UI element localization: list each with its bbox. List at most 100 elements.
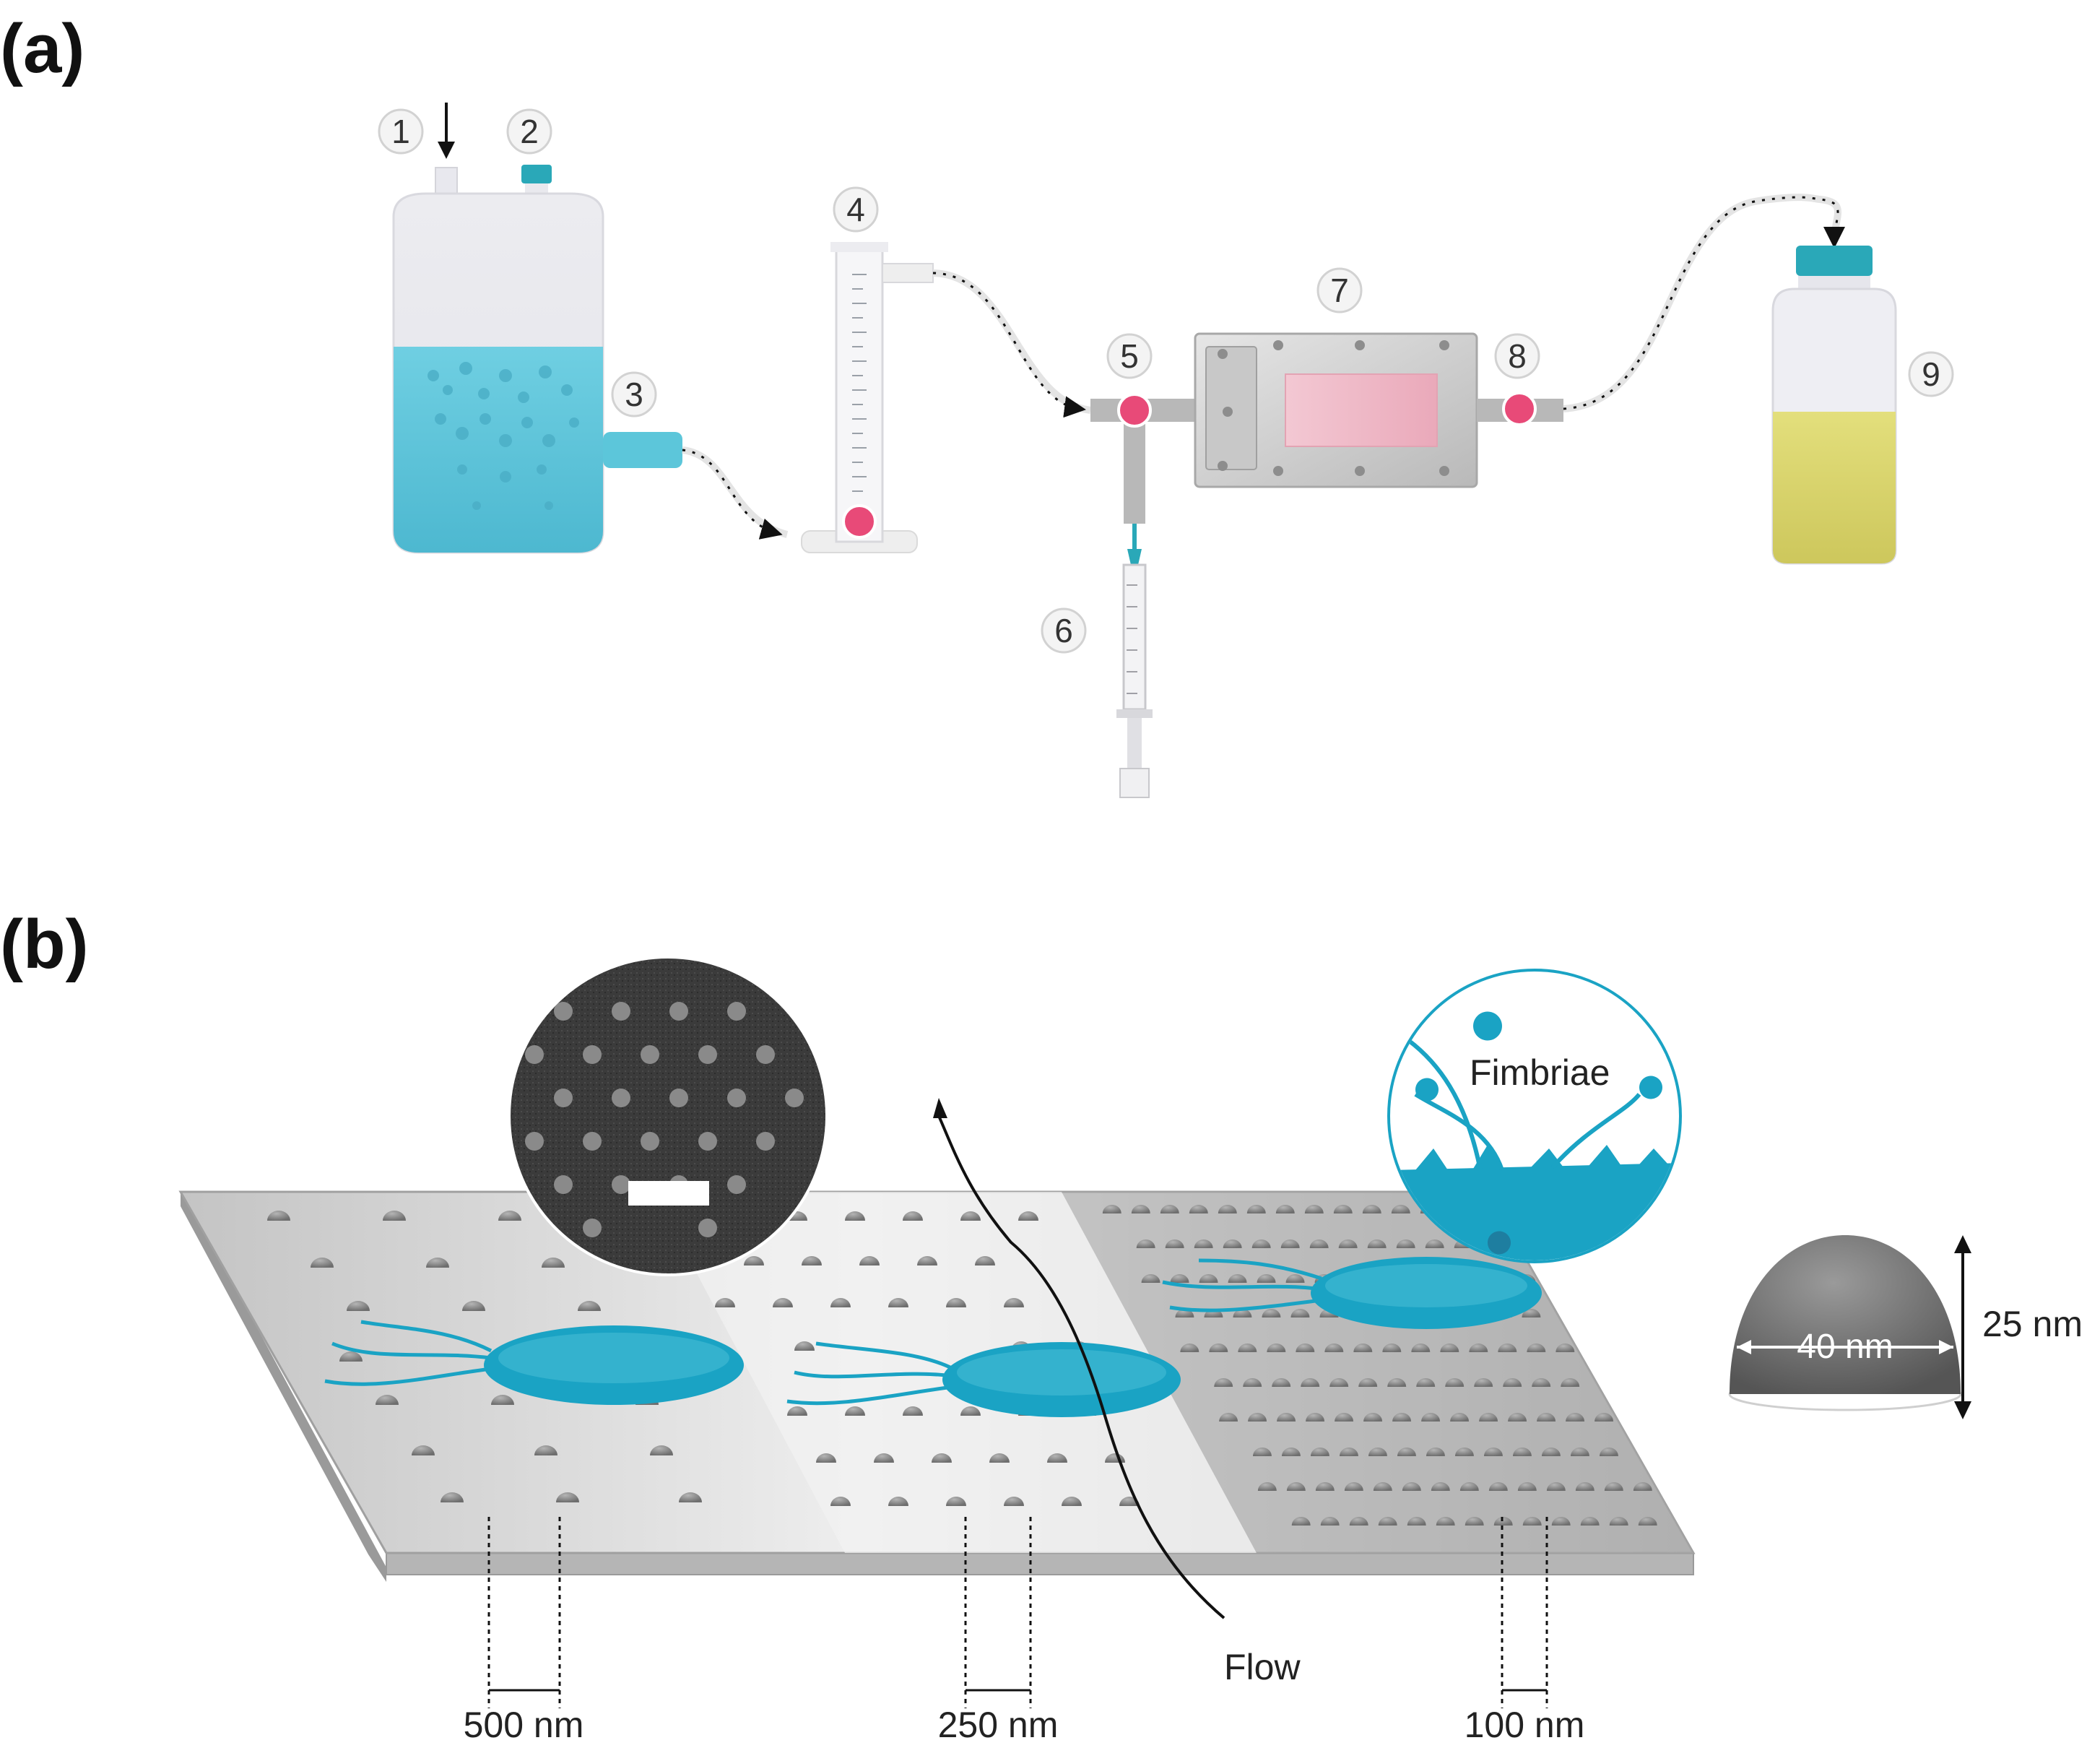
nanodome [1522,1309,1541,1318]
nanodome [1310,1448,1329,1456]
flow-label: Flow [1224,1647,1301,1687]
nanodome [1474,1378,1493,1387]
nanodome [1324,1344,1344,1352]
nanodome [1136,1239,1155,1248]
panel-b-label: (b) [0,906,89,983]
nanodome [1333,1205,1353,1213]
nanodome [1397,1448,1416,1456]
badge-9: 9 [1908,351,1954,397]
nanodome [1387,1378,1407,1387]
valve-icon [1477,391,1563,426]
nanodome [1358,1378,1378,1387]
nanodome [1436,1517,1455,1526]
nanodome [1102,1205,1121,1213]
nanodome [1459,1482,1479,1491]
badge-8: 8 [1494,333,1540,379]
nanodome [1426,1448,1445,1456]
spacing-label-250: 250 nm [938,1705,1059,1745]
nanodome [1465,1517,1484,1526]
nanodome [1633,1482,1652,1491]
nanodome [1556,1344,1575,1352]
nanodome [1301,1378,1320,1387]
nanodome-array-500nm [267,1211,702,1502]
nanodome [1257,1274,1276,1283]
bacterium-icon [1162,1257,1542,1329]
media-reservoir-jug [392,165,682,554]
jug-cap [521,165,552,183]
nanodome [1251,1239,1271,1248]
nanodome [1131,1205,1150,1213]
nanodome [1488,1482,1508,1491]
nanodome [1339,1448,1358,1456]
nanodome [1373,1482,1392,1491]
nanodome [1272,1378,1291,1387]
nanodome [1431,1482,1450,1491]
nanodome [1498,1344,1517,1352]
nanodome [1445,1378,1465,1387]
nanodome [1228,1274,1247,1283]
nanodome [1291,1517,1311,1526]
nanodome [1214,1378,1233,1387]
nanodome [1246,1205,1266,1213]
scale-ticks [852,274,867,492]
nanodome [1454,1448,1474,1456]
nanodome [1421,1413,1441,1422]
flow-arrow: Flow [933,1098,1301,1687]
nanodome [1532,1378,1551,1387]
tube-2 [932,269,1091,414]
nanodome [1306,1413,1325,1422]
nanodome [1517,1482,1537,1491]
nanodome [1392,1413,1412,1422]
badge-2: 2 [506,108,552,155]
badge-4: 4 [833,186,879,233]
nanodome [1425,1239,1444,1248]
nanodome [1551,1517,1571,1526]
svg-text:9: 9 [1922,355,1940,393]
nanodome [1450,1413,1470,1422]
nanodome [1402,1482,1421,1491]
nanodome [1349,1517,1368,1526]
nanodome [1262,1309,1281,1318]
nanodome [1199,1274,1218,1283]
nanodome [1493,1517,1513,1526]
nanodome [1335,1413,1354,1422]
panel-a-label: (a) [0,10,84,87]
fimbriae-label: Fimbriae [1470,1052,1610,1093]
nanodome [1378,1517,1397,1526]
nanodome [1508,1413,1527,1422]
nanodome [1368,1448,1387,1456]
flowmeter-column [801,242,934,553]
nanodome [1362,1205,1381,1213]
svg-text:8: 8 [1508,337,1527,375]
sem-image-icon [508,956,828,1276]
syringe-icon [1116,524,1153,798]
nanodome [1537,1413,1556,1422]
nanodome [1189,1205,1208,1213]
nanodome [1219,1413,1238,1422]
nanodome [1286,1482,1306,1491]
svg-text:4: 4 [846,191,865,228]
nanodome [1277,1413,1296,1422]
spacing-label-100: 100 nm [1465,1705,1585,1745]
nanodome [1416,1378,1436,1387]
nanodome [1329,1378,1349,1387]
float-ball [842,504,877,539]
nanodome [1353,1344,1373,1352]
nanodome [1338,1239,1358,1248]
badge-7: 7 [1316,267,1363,313]
spacing-dimensions [487,1517,1548,1708]
nanodome [1580,1517,1600,1526]
nanodome [1483,1448,1503,1456]
nanodome [1275,1205,1295,1213]
nanodome [1382,1344,1402,1352]
nanodome [1396,1239,1415,1248]
nanodome [1522,1517,1542,1526]
nanodome [1267,1344,1286,1352]
svg-text:6: 6 [1054,612,1073,649]
nanodome [1285,1274,1305,1283]
nanodome [1391,1205,1410,1213]
nanodome [1367,1239,1387,1248]
nanodome [1160,1205,1179,1213]
bottle-icon [1771,246,1897,565]
